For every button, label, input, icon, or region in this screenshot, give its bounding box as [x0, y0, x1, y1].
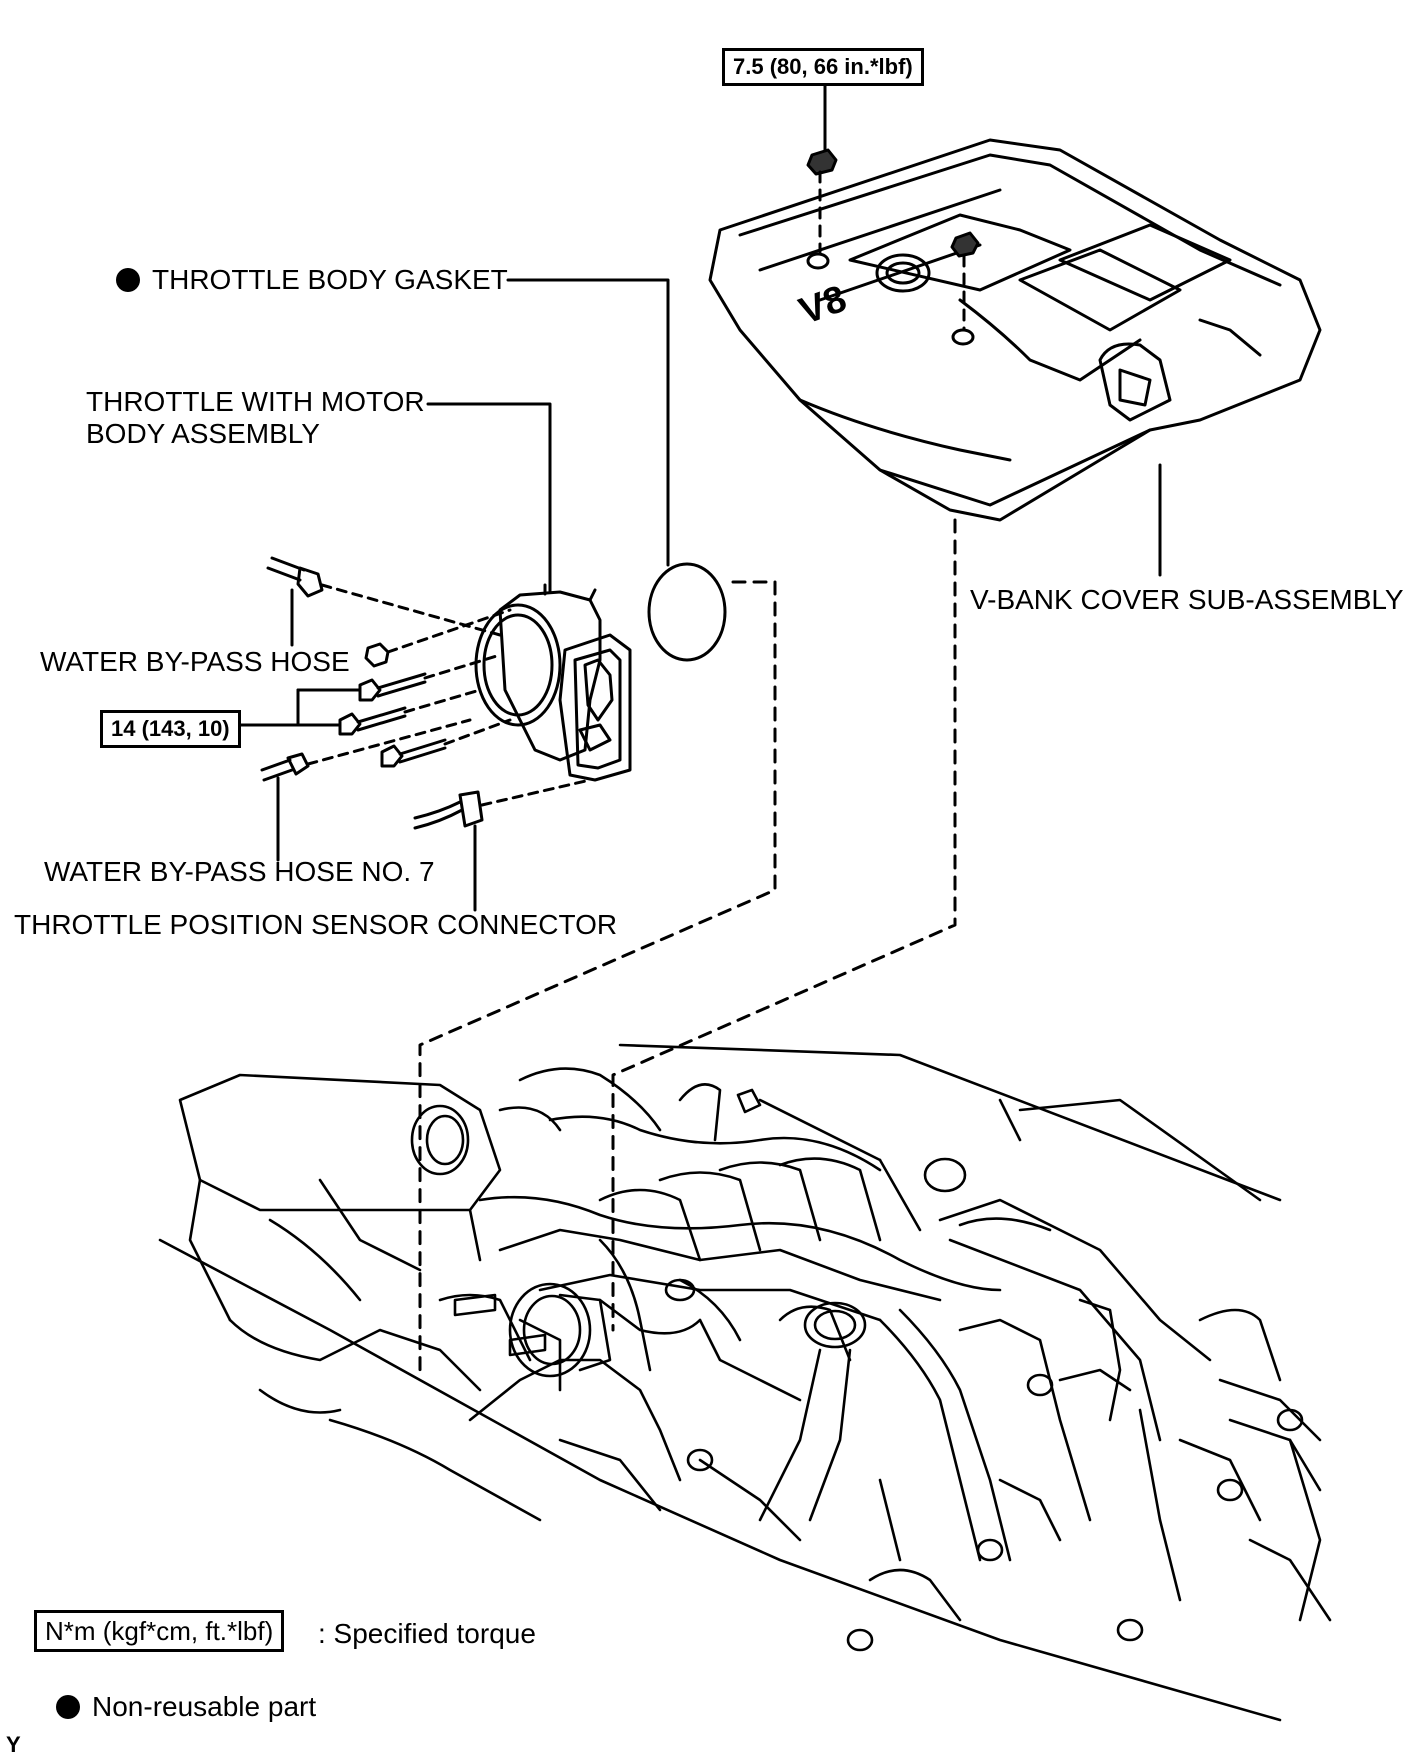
water-bypass-hose — [266, 556, 324, 598]
corner-mark: Y — [6, 1732, 21, 1757]
legend-non-reusable: Non-reusable part — [56, 1690, 316, 1724]
label-throttle-body-line1: THROTTLE WITH MOTOR — [86, 386, 425, 417]
water-bypass-hose-no7 — [260, 752, 310, 782]
engine-drawing — [158, 1043, 1332, 1722]
label-water-bypass-hose: WATER BY-PASS HOSE — [40, 646, 350, 677]
throttle-body-assembly — [474, 583, 632, 782]
label-throttle-body-line2: BODY ASSEMBLY — [86, 418, 320, 449]
throttle-position-sensor-connector — [413, 790, 484, 830]
throttle-nut — [364, 642, 390, 668]
label-throttle-body-gasket: THROTTLE BODY GASKET — [152, 264, 508, 295]
v8-emblem-text: V8 — [794, 278, 852, 333]
legend-non-reusable-text: Non-reusable part — [92, 1691, 317, 1722]
throttle-bolts — [338, 672, 447, 768]
non-reusable-dot-gasket — [116, 268, 140, 292]
non-reusable-dot-icon — [56, 1695, 80, 1719]
torque-box-v-bank-nut: 7.5 (80, 66 in.*lbf) — [722, 48, 924, 86]
legend-torque-text: : Specified torque — [318, 1618, 536, 1649]
v-bank-cover — [708, 138, 1322, 522]
throttle-body-gasket — [647, 562, 727, 662]
label-water-bypass-hose-no7: WATER BY-PASS HOSE NO. 7 — [44, 856, 435, 887]
label-v-bank-cover: V-BANK COVER SUB-ASSEMBLY — [970, 584, 1404, 615]
legend-torque-box: N*m (kgf*cm, ft.*lbf) — [34, 1610, 285, 1652]
torque-box-throttle-bolts: 14 (143, 10) — [100, 710, 241, 748]
label-throttle-position-sensor-connector: THROTTLE POSITION SENSOR CONNECTOR — [14, 909, 618, 940]
